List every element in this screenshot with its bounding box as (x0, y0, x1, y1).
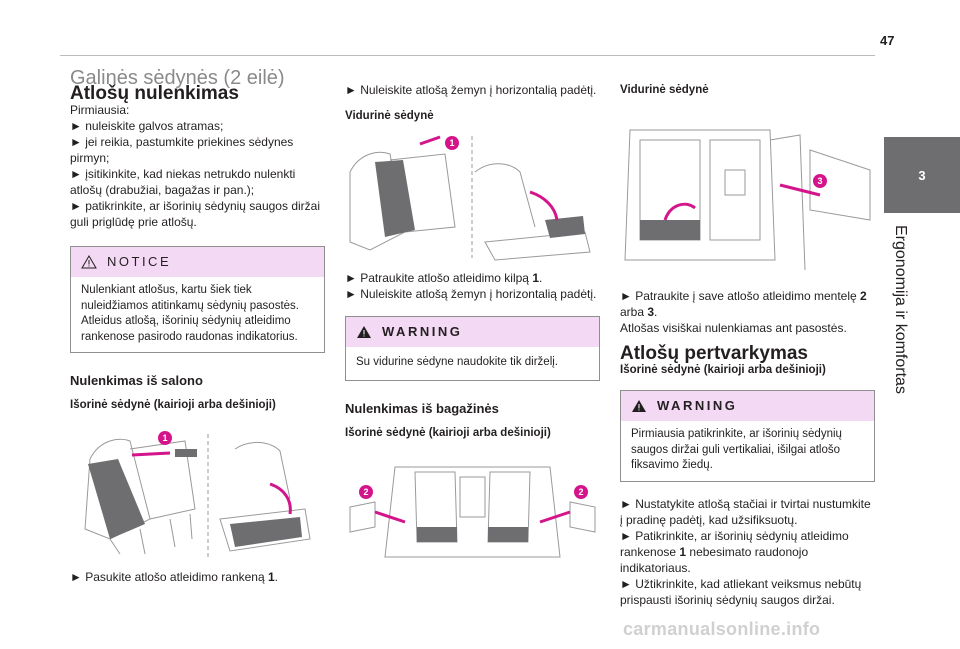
intro-line: ► jei reikia, pastumkite priekines sėdyn… (70, 135, 294, 165)
seat-heading: Išorinė sėdynė (kairioji arba dešinioji) (70, 399, 276, 411)
warning-text-3: Pirmiausia patikrinkite, ar išorinių sėd… (631, 428, 842, 471)
step-lower: ► Nuleiskite atlošą žemyn į horizontalią… (345, 83, 597, 97)
middle-seat-heading: Vidurinė sėdynė (345, 110, 434, 122)
top-divider (60, 55, 875, 56)
rearrange-steps: ► Nustatykite atlošą stačiai ir tvirtai … (620, 496, 875, 608)
step-lower-2: ► Nuleiskite atlošą žemyn į horizontalią… (345, 287, 597, 301)
chapter-label: Ergonomija ir komfortas (885, 225, 915, 425)
seat-heading-boot: Išorinė sėdynė (kairioji arba dešinioji) (345, 426, 551, 439)
footer-watermark[interactable]: carmanualsonline.info (623, 619, 821, 639)
step-pull-lever: ► Patraukite į save atlošo atleidimo men… (620, 289, 867, 319)
warning-box-3: WARNING Pirmiausia patikrinkite, ar išor… (620, 390, 875, 482)
seat-illustration-outer: 1 (70, 429, 325, 561)
warning-title-3: WARNING (657, 398, 738, 413)
notice-header: NOTICE (71, 247, 324, 277)
chapter-title: Ergonomija ir komfortas (892, 225, 909, 394)
heading-fold: Atlošų nulenkimas (70, 83, 239, 104)
seat-heading-rearrange: Išorinė sėdynė (kairioji arba dešinioji) (620, 364, 826, 376)
notice-title: NOTICE (107, 254, 172, 269)
subheading-salon: Nulenkimas iš salono (70, 373, 203, 388)
intro-line: ► įsitikinkite, kad niekas netrukdo nule… (70, 167, 296, 197)
warning-triangle-icon (81, 255, 97, 269)
rearrange-step: ► Patikrinkite, ar išorinių sėdynių atle… (620, 528, 849, 575)
page-number: 47 (880, 33, 895, 48)
callout-1: 1 (445, 136, 459, 150)
intro-line: Pirmiausia: (70, 103, 130, 117)
warning-triangle-icon (357, 326, 371, 338)
warning-text: Su vidurine sėdyne naudokite tik dirželį… (356, 356, 559, 368)
middle-seat-boot-icon (624, 129, 871, 271)
column-1: Galinės sėdynės (2 eilė) Atlošų nulenkim… (70, 67, 325, 585)
column-2: ► Nuleiskite atlošą žemyn į horizontalią… (345, 82, 600, 567)
middle-seat-illustration: 1 (345, 132, 600, 262)
warning-title: WARNING (382, 324, 463, 339)
callout-3: 3 (813, 174, 827, 188)
boot-seat-icon (349, 466, 596, 557)
warning-header-3: WARNING (621, 391, 874, 421)
rearrange-step: ► Užtikrinkite, kad atliekant veiksmus n… (620, 576, 862, 607)
warning-triangle-icon (632, 400, 646, 412)
callout-1: 1 (158, 431, 172, 445)
intro-line: ► patikrinkite, ar išorinių sėdynių saug… (70, 199, 320, 229)
warning-header: WARNING (346, 317, 599, 347)
caption-rotate: ► Pasukite atlošo atleidimo rankeną 1. (70, 570, 279, 584)
column-3: Vidurinė sėdynė 3 ► Patraukite į save at… (620, 82, 875, 608)
step-pull-loop: ► Patraukite atlošo atleidimo kilpą 1. (345, 271, 543, 285)
notice-box: NOTICE Nulenkiant atlošus, kartu šiek ti… (70, 246, 325, 353)
rearrange-step: ► Nustatykite atlošą stačiai ir tvirtai … (620, 496, 871, 527)
chapter-tab[interactable]: 3 (884, 137, 960, 213)
boot-illustration: 2 2 (345, 446, 600, 567)
middle-seat-boot-illustration: 3 (620, 110, 875, 280)
intro-line: ► nuleiskite galvos atramas; (70, 119, 224, 133)
middle-seat-icon (349, 135, 591, 261)
callout-2-left: 2 (359, 484, 373, 499)
step-result: Atlošas visiškai nulenkiamas ant pasostė… (620, 321, 847, 335)
section-title: Galinės sėdynės (2 eilė) (70, 67, 285, 89)
intro-list: Pirmiausia: ► nuleiskite galvos atramas;… (70, 102, 325, 230)
warning-box: WARNING Su vidurine sėdyne naudokite tik… (345, 316, 600, 381)
middle-seat-heading-3: Vidurinė sėdynė (620, 84, 709, 96)
notice-text: Nulenkiant atlošus, kartu šiek tiek nule… (81, 284, 299, 343)
heading-rearrange: Atlošų pertvarkymas (620, 343, 808, 364)
rear-seat-icon (84, 434, 311, 557)
callout-2-right: 2 (574, 484, 588, 499)
subheading-boot: Nulenkimas iš bagažinės (345, 400, 499, 416)
